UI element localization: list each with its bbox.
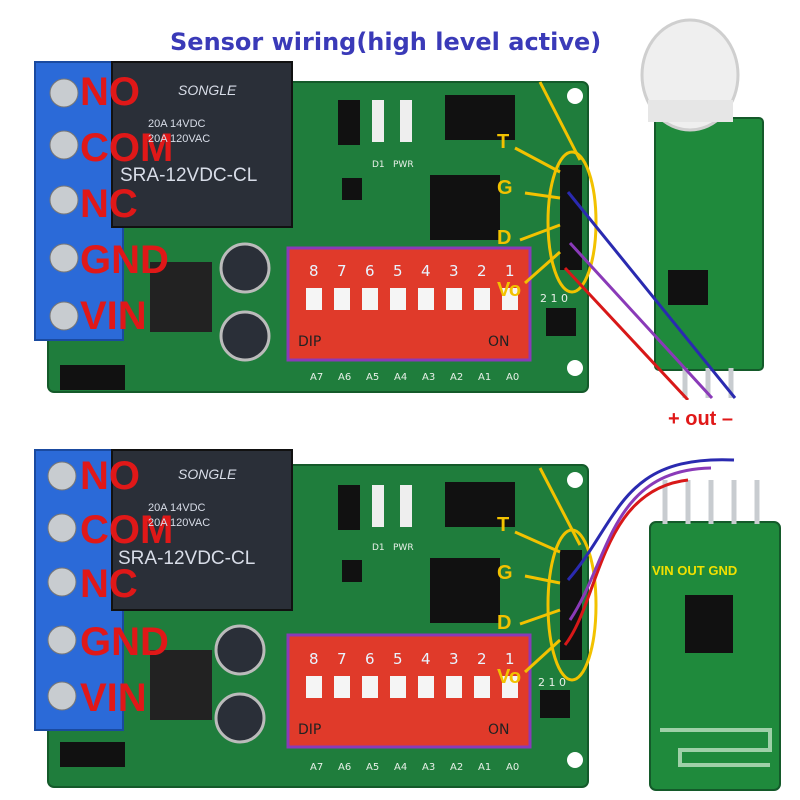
led — [400, 100, 412, 142]
pin-label-d: D — [497, 228, 511, 248]
address-label: A1 — [478, 762, 491, 773]
dip-number: 6 — [365, 262, 375, 280]
address-label: A2 — [450, 762, 463, 773]
terminal-label-nc: NC — [80, 564, 138, 604]
relay-model: SRA-12VDC-CL — [120, 165, 257, 187]
silk-dip: DIP — [298, 334, 321, 350]
jumper — [60, 742, 125, 767]
terminal-label-com: COM — [80, 510, 173, 550]
silk-pwr: PWR — [393, 160, 414, 170]
led — [372, 100, 384, 142]
pin-label-vo: Vo — [497, 280, 521, 300]
dip-number: 4 — [421, 262, 431, 280]
address-label: A7 — [310, 372, 323, 383]
terminal-label-gnd: GND — [80, 622, 169, 662]
transistor — [342, 560, 362, 582]
dip-number: 2 — [477, 650, 487, 668]
address-label: A6 — [338, 372, 351, 383]
capacitor — [216, 694, 264, 742]
diode — [338, 485, 360, 530]
ic-chip — [430, 558, 500, 623]
dip-number: 2 — [477, 262, 487, 280]
silk-dip: DIP — [298, 722, 321, 738]
address-label: A3 — [422, 762, 435, 773]
mount-hole — [567, 88, 583, 104]
pin-label-g: G — [497, 178, 513, 198]
capacitor — [221, 312, 269, 360]
dip-number: 5 — [393, 650, 403, 668]
address-label: A6 — [338, 762, 351, 773]
dip-number: 8 — [309, 262, 319, 280]
address-label: A1 — [478, 372, 491, 383]
led — [400, 485, 412, 527]
dip-number: 4 — [421, 650, 431, 668]
radar-chip — [685, 595, 733, 653]
pir-chip — [668, 270, 708, 305]
pir-dome-base — [648, 100, 733, 122]
address-header — [546, 308, 576, 336]
relay-rating-2: 20A 120VAC — [148, 517, 210, 529]
silk-on: ON — [488, 722, 510, 738]
silk-d1: D1 — [372, 160, 385, 170]
silk-header: 2 1 0 — [538, 676, 566, 689]
diode — [338, 100, 360, 145]
silk-pwr: PWR — [393, 543, 414, 553]
relay-model: SRA-12VDC-CL — [118, 548, 255, 570]
relay-rating-1: 20A 14VDC — [148, 118, 205, 130]
pin-label-t: T — [497, 515, 509, 535]
ic-chip — [430, 175, 500, 240]
relay-rating-1: 20A 14VDC — [148, 502, 205, 514]
dip-number: 1 — [505, 262, 515, 280]
led — [372, 485, 384, 527]
address-header — [540, 690, 570, 718]
pin-label-vo: Vo — [497, 667, 521, 687]
dip-number: 3 — [449, 650, 459, 668]
mount-hole — [567, 360, 583, 376]
relay-brand: SONGLE — [178, 466, 236, 482]
address-label: A2 — [450, 372, 463, 383]
terminal-label-no: NO — [80, 72, 140, 112]
terminal-label-no: NO — [80, 456, 140, 496]
terminal-label-nc: NC — [80, 184, 138, 224]
address-label: A4 — [394, 372, 407, 383]
address-label: A5 — [366, 372, 379, 383]
pin-label-t: T — [497, 132, 509, 152]
relay-rating-2: 20A 120VAC — [148, 133, 210, 145]
dip-number: 5 — [393, 262, 403, 280]
dip-number: 7 — [337, 650, 347, 668]
pin-label-d: D — [497, 613, 511, 633]
wiring-diagram-top-pir: NO COM NC GND VIN SONGLE 20A 14VDC 20A 1… — [0, 0, 800, 400]
mount-hole — [567, 472, 583, 488]
terminal-label-vin: VIN — [80, 296, 147, 336]
address-label: A3 — [422, 372, 435, 383]
silk-d1: D1 — [372, 543, 385, 553]
wiring-diagram-bottom-radar: NO COM NC GND VIN SONGLE 20A 14VDC 20A 1… — [0, 400, 800, 800]
address-label: A0 — [506, 372, 519, 383]
address-label: A4 — [394, 762, 407, 773]
terminal-label-vin: VIN — [80, 678, 147, 718]
pin-label-g: G — [497, 563, 513, 583]
dip-number: 3 — [449, 262, 459, 280]
mount-hole — [567, 752, 583, 768]
address-label: A7 — [310, 762, 323, 773]
silk-header: 2 1 0 — [540, 292, 568, 305]
radar-pin-labels: VIN OUT GND — [652, 563, 737, 578]
relay-brand: SONGLE — [178, 82, 236, 98]
address-label: A5 — [366, 762, 379, 773]
dip-number: 7 — [337, 262, 347, 280]
capacitor — [221, 244, 269, 292]
pir-sensor-board — [655, 118, 763, 370]
capacitor — [216, 626, 264, 674]
address-label: A0 — [506, 762, 519, 773]
dip-number: 8 — [309, 650, 319, 668]
silk-on: ON — [488, 334, 510, 350]
terminal-label-gnd: GND — [80, 240, 169, 280]
jumper — [60, 365, 125, 390]
transistor — [342, 178, 362, 200]
dip-number: 6 — [365, 650, 375, 668]
